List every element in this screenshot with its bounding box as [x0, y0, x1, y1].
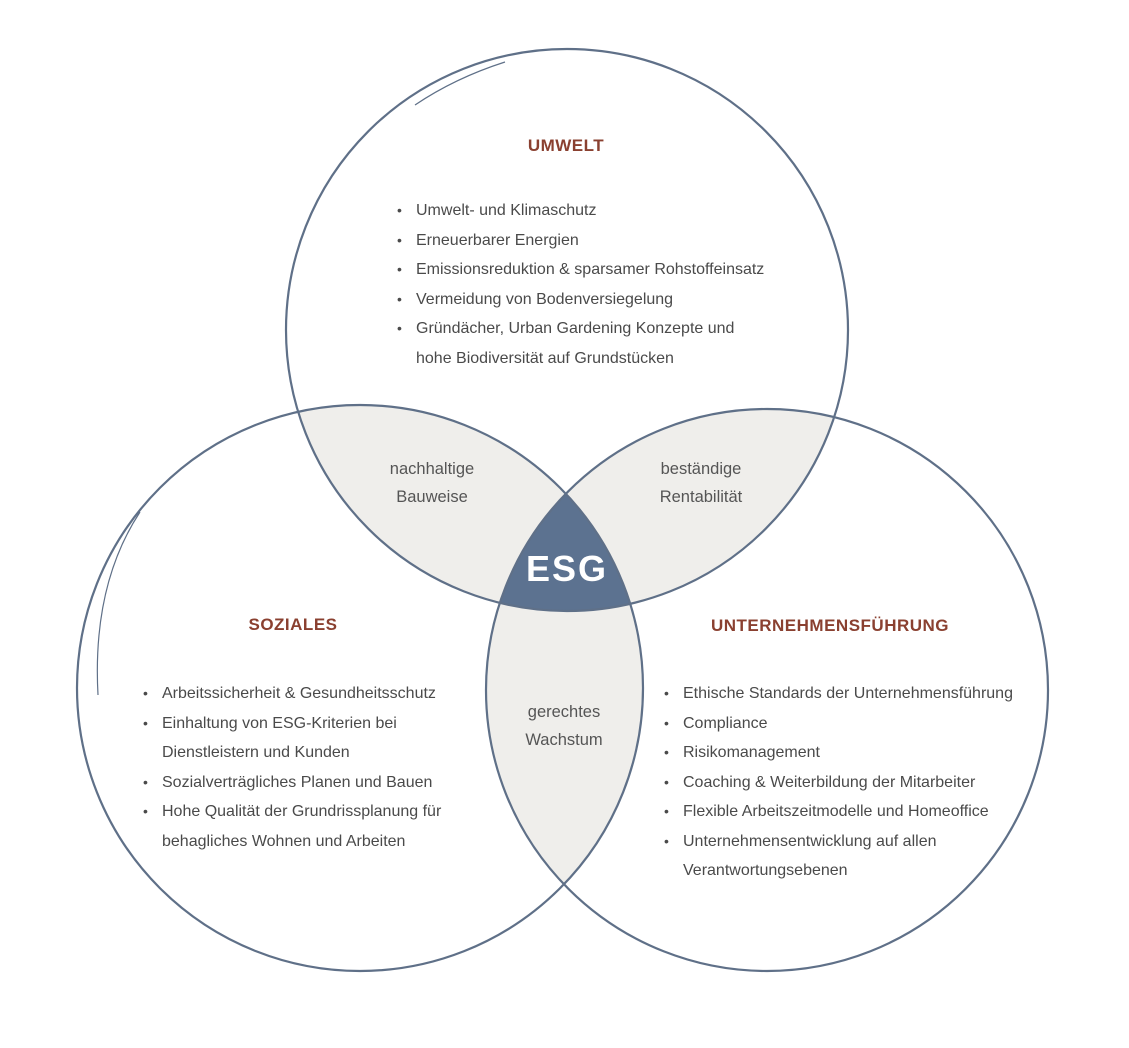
sketch-stroke-top: [414, 61, 506, 106]
overlap-label-nachhaltige-bauweise: nachhaltige Bauweise: [389, 460, 475, 506]
list-item: Hohe Qualität der Grundrissplanung für b…: [140, 797, 480, 856]
list-soziales: Arbeitssicherheit & Gesundheitsschutz Ei…: [140, 679, 480, 856]
sketch-stroke-left: [96, 511, 141, 696]
list-item: Gründächer, Urban Gardening Konzepte und…: [394, 314, 814, 373]
circle-umwelt: [284, 47, 850, 613]
esg-center-label: ESG: [525, 548, 609, 589]
list-item: Erneuerbarer Energien: [394, 226, 814, 256]
circle-outlines: [75, 47, 1050, 973]
overlap-label-bestaendige-rentabilitaet: beständige Rentabilität: [659, 460, 743, 506]
list-item: Unternehmensentwicklung auf allen Verant…: [661, 827, 1041, 886]
list-item: Coaching & Weiterbildung der Mitarbeiter: [661, 768, 1041, 798]
list-item: Einhaltung von ESG-Kriterien bei Dienstl…: [140, 709, 480, 768]
heading-soziales: SOZIALES: [248, 615, 338, 634]
list-item: Emissionsreduktion & sparsamer Rohstoffe…: [394, 255, 814, 285]
overlap-top-right: [486, 409, 848, 611]
overlap-label-gerechtes-wachstum: gerechtes Wachstum: [525, 703, 603, 749]
list-item: Risikomanagement: [661, 738, 1041, 768]
list-item: Ethische Standards der Unternehmensführu…: [661, 679, 1041, 709]
heading-umwelt: UMWELT: [527, 136, 605, 155]
list-item: Arbeitssicherheit & Gesundheitsschutz: [140, 679, 480, 709]
list-item: Vermeidung von Bodenversiegelung: [394, 285, 814, 315]
list-item: Umwelt- und Klimaschutz: [394, 196, 814, 226]
list-unternehmensfuehrung: Ethische Standards der Unternehmensführu…: [661, 679, 1041, 886]
heading-unternehmensfuehrung: UNTERNEHMENSFÜHRUNG: [710, 616, 950, 635]
list-umwelt: Umwelt- und Klimaschutz Erneuerbarer Ene…: [394, 196, 814, 373]
circle-unternehmensfuehrung: [484, 407, 1050, 973]
list-item: Flexible Arbeitszeitmodelle und Homeoffi…: [661, 797, 1041, 827]
circle-soziales: [75, 403, 645, 973]
list-item: Compliance: [661, 709, 1041, 739]
list-item: Sozialverträgliches Planen und Bauen: [140, 768, 480, 798]
overlap-top-left: [286, 405, 643, 611]
